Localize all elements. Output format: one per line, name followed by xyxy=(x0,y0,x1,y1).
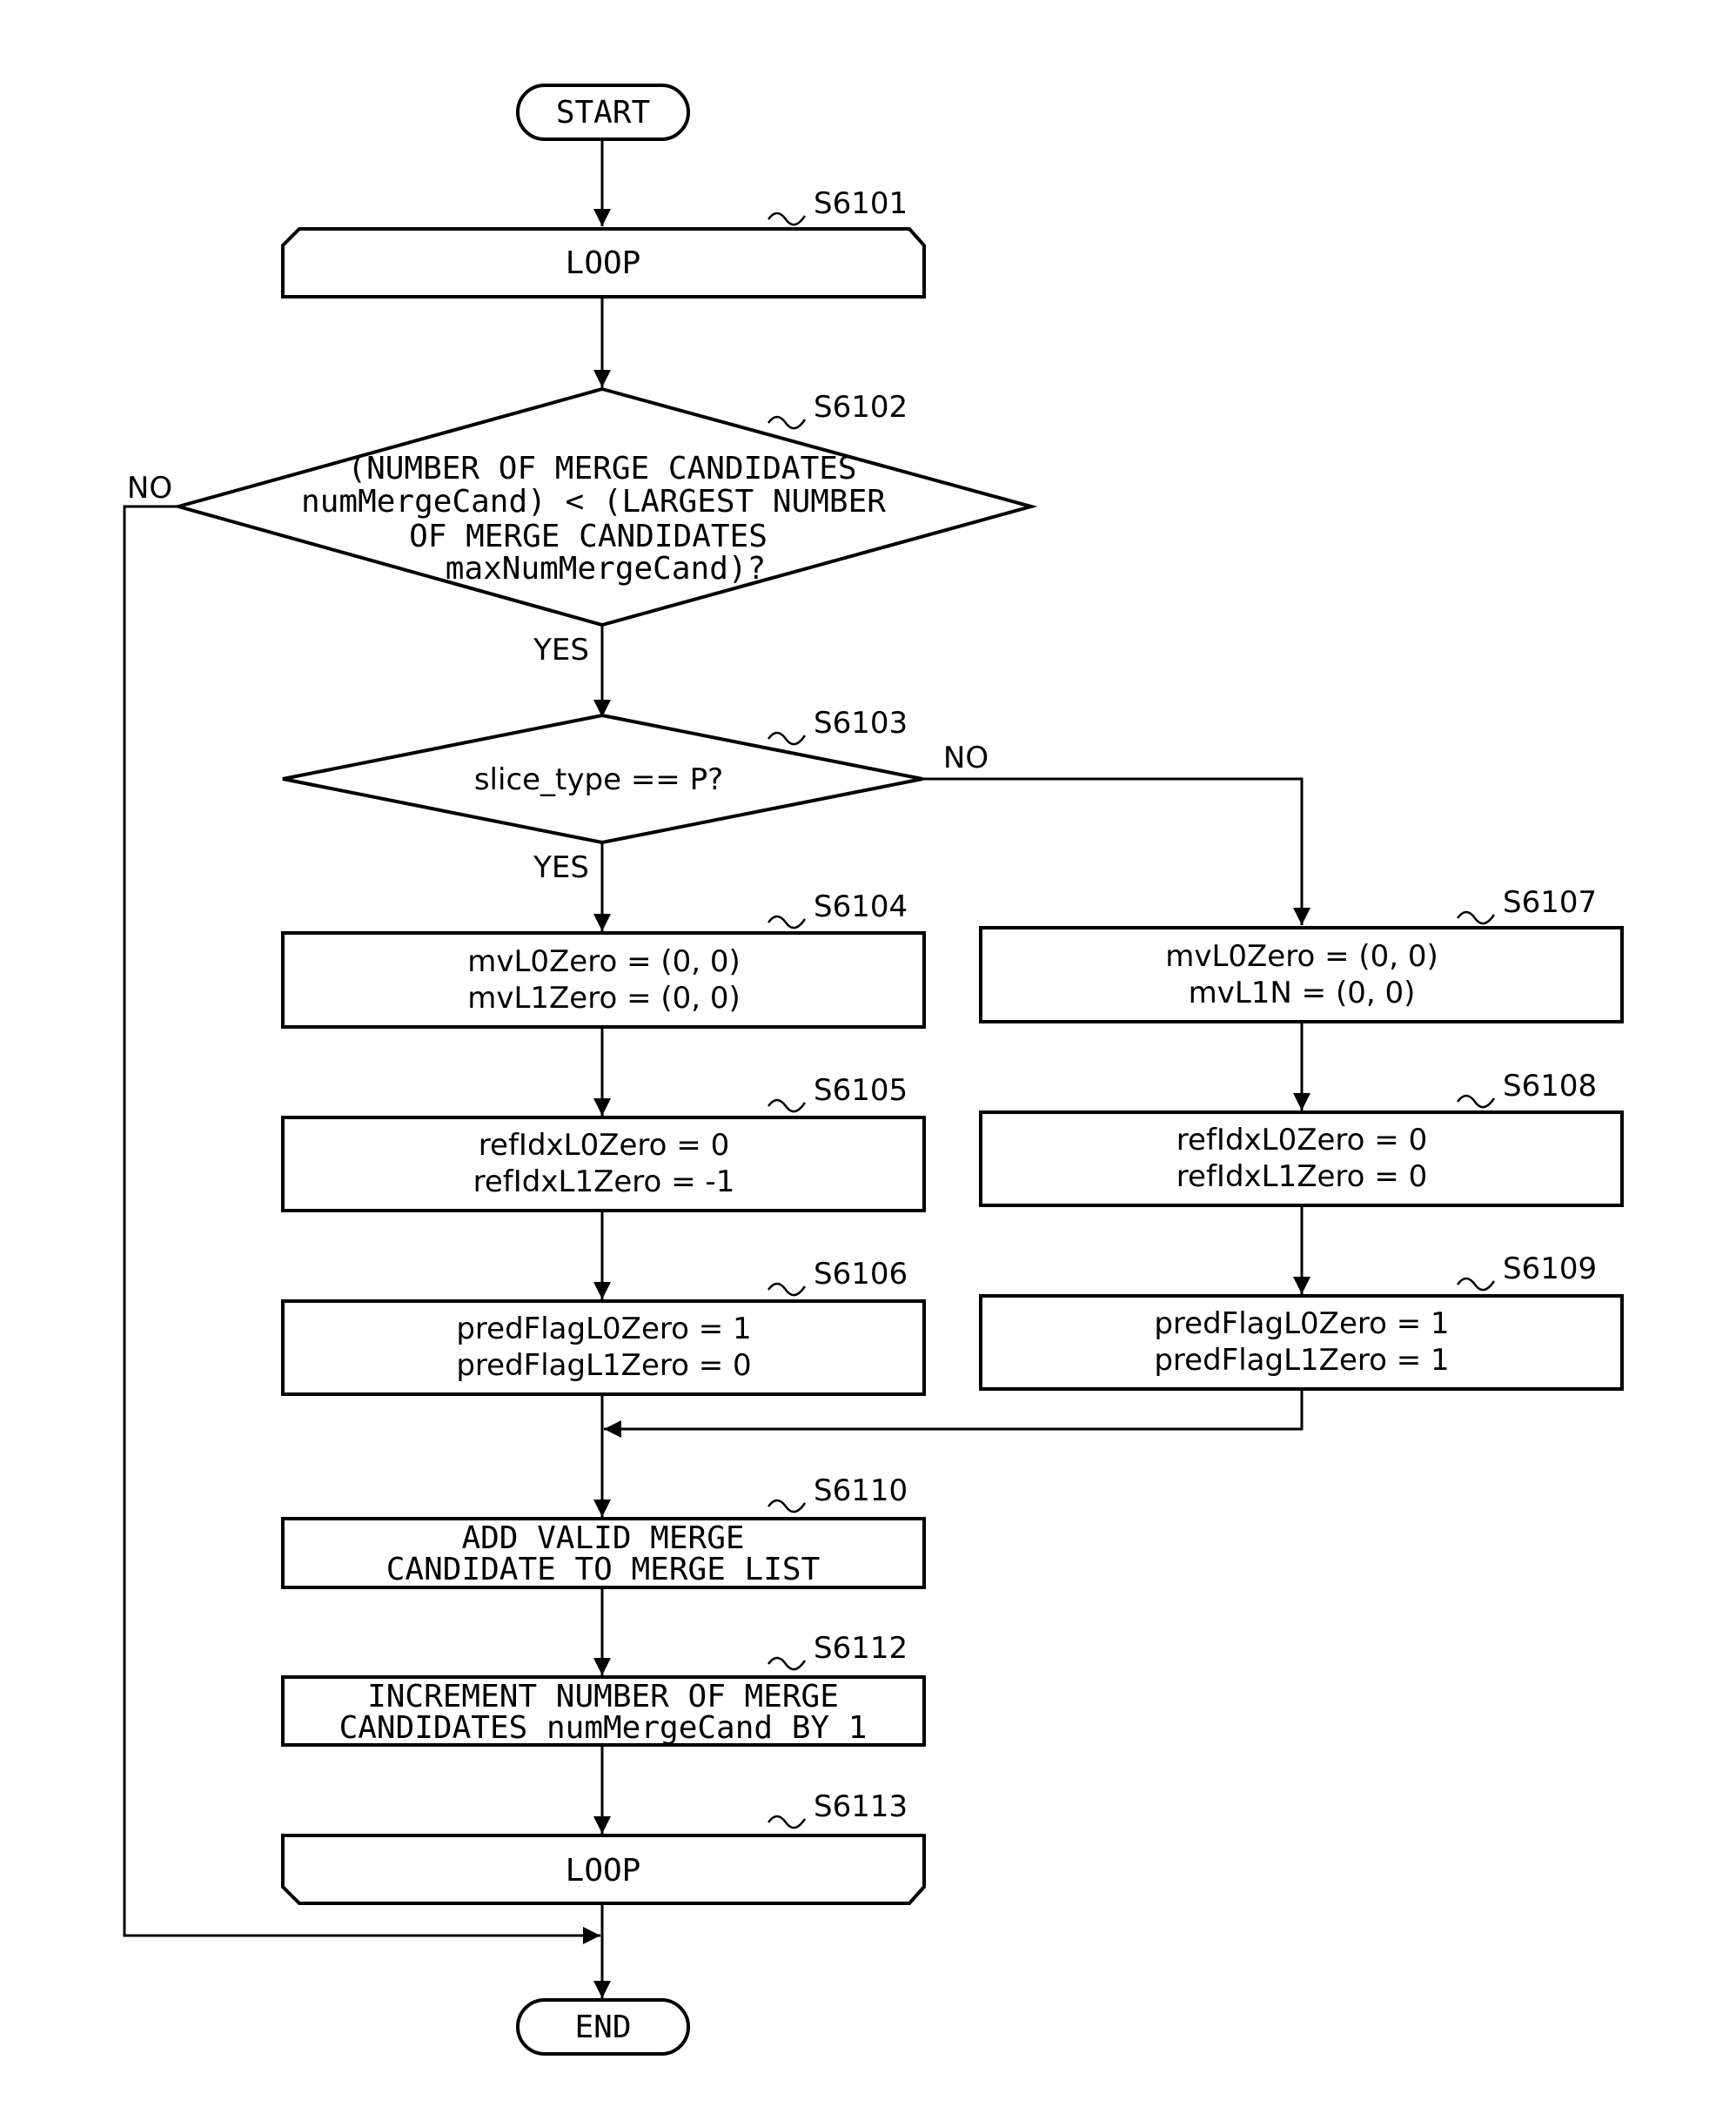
arrow-s6103-no-to-s6107 xyxy=(922,779,1302,925)
decision-s6103-text: slice_type == P? xyxy=(474,762,723,797)
step-label-s6106: S6106 xyxy=(814,1257,908,1292)
step-leader-s6103 xyxy=(768,733,805,744)
step-leader-s6104 xyxy=(768,916,805,928)
process-s6107-line-1: mvL0Zero = (0, 0) xyxy=(1165,939,1438,974)
step-label-s6112: S6112 xyxy=(814,1631,908,1666)
process-s6109-line-1: predFlagL0Zero = 1 xyxy=(1154,1306,1449,1341)
s6102-no-label: NO xyxy=(127,471,172,506)
step-label-s6107: S6107 xyxy=(1503,885,1597,920)
step-leader-s6110 xyxy=(768,1500,805,1512)
s6103-no-label: NO xyxy=(943,741,989,775)
process-s6106-line-1: predFlagL0Zero = 1 xyxy=(456,1312,751,1346)
step-label-s6103: S6103 xyxy=(814,706,908,741)
step-leader-s6101 xyxy=(768,213,805,225)
process-s6108-line-2: refIdxL1Zero = 0 xyxy=(1176,1159,1427,1194)
decision-s6102-line-4: maxNumMergeCand)? xyxy=(446,551,766,587)
process-s6107-line-2: mvL1N = (0, 0) xyxy=(1189,976,1416,1010)
decision-s6103: slice_type == P? S6103 YES NO xyxy=(283,706,989,885)
decision-s6102-line-1: (NUMBER OF MERGE CANDIDATES xyxy=(347,451,856,486)
process-s6112-line-1: INCREMENT NUMBER OF MERGE xyxy=(367,1679,839,1714)
step-leader-s6108 xyxy=(1458,1096,1494,1107)
decision-s6102-line-2: numMergeCand) < (LARGEST NUMBER xyxy=(301,484,886,520)
process-s6110-line-1: ADD VALID MERGE xyxy=(461,1520,744,1556)
step-label-s6110: S6110 xyxy=(814,1473,908,1508)
loop-start-label: LOOP xyxy=(566,245,641,281)
process-s6108-line-1: refIdxL0Zero = 0 xyxy=(1176,1123,1427,1157)
step-leader-s6106 xyxy=(768,1284,805,1295)
process-s6110-line-2: CANDIDATE TO MERGE LIST xyxy=(386,1552,821,1587)
process-s6105-line-1: refIdxL0Zero = 0 xyxy=(479,1128,729,1163)
decision-s6102: (NUMBER OF MERGE CANDIDATES numMergeCand… xyxy=(127,389,1031,668)
start-terminal: START xyxy=(518,85,688,139)
step-label-s6102: S6102 xyxy=(814,390,908,425)
start-label: START xyxy=(556,95,650,131)
process-s6104-line-1: mvL0Zero = (0, 0) xyxy=(467,944,741,979)
s6102-yes-label: YES xyxy=(533,633,589,668)
step-leader-s6107 xyxy=(1458,912,1494,923)
s6103-yes-label: YES xyxy=(533,850,589,885)
decision-s6102-line-3: OF MERGE CANDIDATES xyxy=(409,519,767,554)
step-label-s6105: S6105 xyxy=(814,1073,908,1108)
end-terminal: END xyxy=(518,2000,688,2054)
step-leader-s6113 xyxy=(768,1816,805,1828)
step-label-s6104: S6104 xyxy=(814,889,908,924)
step-label-s6108: S6108 xyxy=(1503,1069,1597,1104)
loop-end-label: LOOP xyxy=(566,1853,641,1889)
end-label: END xyxy=(574,2010,631,2045)
process-s6104-line-2: mvL1Zero = (0, 0) xyxy=(467,981,741,1016)
step-leader-s6112 xyxy=(768,1658,805,1669)
step-leader-s6102 xyxy=(768,417,805,428)
step-label-s6109: S6109 xyxy=(1503,1251,1597,1286)
process-s6105-line-2: refIdxL1Zero = -1 xyxy=(473,1164,735,1199)
step-leader-s6105 xyxy=(768,1100,805,1111)
step-label-s6101: S6101 xyxy=(814,186,908,221)
process-s6112-line-2: CANDIDATES numMergeCand BY 1 xyxy=(339,1710,868,1746)
process-s6106-line-2: predFlagL1Zero = 0 xyxy=(456,1348,751,1383)
step-label-s6113: S6113 xyxy=(814,1789,908,1824)
step-leader-s6109 xyxy=(1458,1278,1494,1290)
process-s6109-line-2: predFlagL1Zero = 1 xyxy=(1154,1343,1449,1378)
